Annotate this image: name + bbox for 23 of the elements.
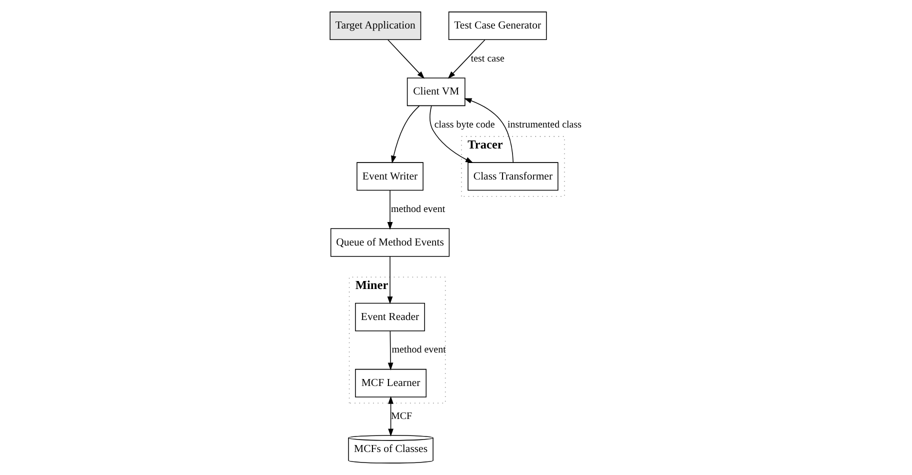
edge-label: class byte code (434, 120, 494, 131)
arrow (429, 106, 473, 164)
edge-label: method event (390, 204, 445, 216)
node-box: Test Case Generator (448, 12, 546, 40)
arrow (386, 256, 392, 304)
arrow (387, 40, 424, 79)
arrow (447, 40, 485, 79)
node-box: Target Application (329, 12, 421, 40)
edge-label: method event (391, 344, 446, 356)
node-box: Queue of Method Events (330, 228, 450, 257)
arrow (463, 98, 514, 163)
edge-label: MCF (390, 410, 412, 422)
node-box: Event Writer (356, 162, 423, 191)
edge-label: instrumented class (506, 120, 582, 131)
node-box: Client VM (406, 78, 465, 106)
arrow (386, 190, 392, 230)
arrow (388, 396, 393, 436)
arrow (390, 106, 420, 164)
edge-label: test case (470, 53, 504, 64)
node-box: Event Reader (354, 302, 424, 332)
node-box: Class Transformer (467, 162, 558, 191)
arrow (387, 330, 393, 370)
node-box: MCF Learner (354, 368, 426, 398)
